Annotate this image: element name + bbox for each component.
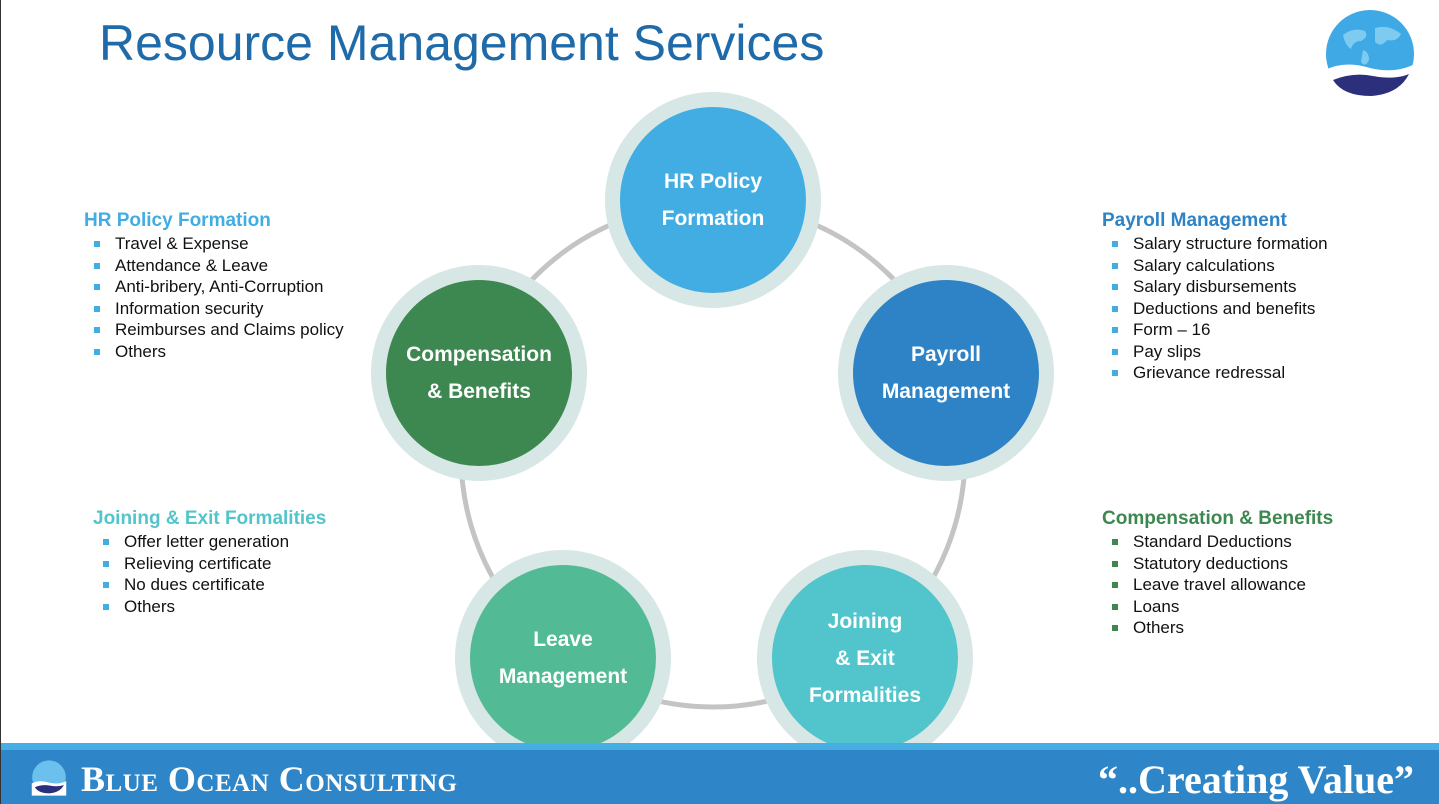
list-item: Information security	[84, 298, 344, 320]
list-item: Others	[84, 341, 344, 363]
list-item: Statutory deductions	[1102, 553, 1333, 575]
list-item: Salary disbursements	[1102, 276, 1328, 298]
list-item-text: No dues certificate	[124, 575, 265, 594]
list-item: Anti-bribery, Anti-Corruption	[84, 276, 344, 298]
node-label: Joining & Exit Formalities	[808, 609, 922, 707]
list-item: Others	[1102, 617, 1333, 639]
bullet-icon	[94, 284, 100, 290]
list-item-text: Anti-bribery, Anti-Corruption	[115, 277, 324, 296]
list-item: Grievance redressal	[1102, 362, 1328, 384]
section-title: Payroll Management	[1102, 210, 1287, 231]
section-payroll: Payroll Management Salary structure form…	[1102, 209, 1328, 384]
list-item-text: Loans	[1133, 596, 1180, 616]
list-item: Loans	[1102, 596, 1333, 618]
bullet-icon	[94, 241, 100, 247]
list-item: Reimburses and Claims policy	[84, 319, 344, 341]
brand-name: Blue Ocean Consulting	[81, 759, 458, 799]
section-compensation: Compensation & Benefits Standard Deducti…	[1102, 507, 1333, 639]
bullet-icon	[1112, 305, 1118, 312]
node-label: Leave Management	[498, 628, 628, 688]
list-item-text: Salary calculations	[1133, 255, 1275, 275]
bullet-icon	[94, 262, 100, 269]
globe-logo-icon	[31, 760, 67, 796]
list-item-text: Relieving certificate	[124, 553, 272, 573]
bullet-icon	[1112, 560, 1118, 567]
bullet-icon	[1112, 625, 1118, 631]
tagline: “..Creating Value”	[1098, 757, 1414, 802]
node-payroll-management: Payroll Management	[853, 280, 1039, 466]
bullet-icon	[1112, 370, 1118, 376]
list-item: Pay slips	[1102, 341, 1328, 363]
node-label: Compensation & Benefits	[406, 343, 552, 403]
bullet-icon	[1112, 539, 1118, 545]
bullet-icon	[1112, 241, 1118, 247]
node-leave-management: Leave Management	[470, 565, 656, 751]
bullet-icon	[1112, 284, 1118, 290]
list-item: Form – 16	[1102, 319, 1328, 341]
list-item: No dues certificate	[93, 574, 326, 596]
bullet-icon	[94, 348, 100, 355]
node-joining-exit: Joining & Exit Formalities	[772, 565, 958, 751]
list-item: Deductions and benefits	[1102, 298, 1328, 320]
list-item-text: Travel & Expense	[115, 234, 249, 253]
bullet-icon	[103, 582, 109, 588]
bullet-icon	[94, 305, 100, 312]
section-title: Compensation & Benefits	[1102, 508, 1334, 529]
list-item-text: Reimburses and Claims policy	[115, 320, 344, 339]
list-item-text: Deductions and benefits	[1133, 298, 1316, 318]
node-compensation-benefits: Compensation & Benefits	[386, 280, 572, 466]
bullet-icon	[94, 327, 100, 333]
list-item-text: Information security	[115, 298, 264, 318]
list-item-text: Standard Deductions	[1133, 532, 1292, 551]
list-item: Relieving certificate	[93, 553, 326, 575]
node-label: HR Policy Formation	[661, 170, 765, 230]
list-item-text: Form – 16	[1133, 320, 1211, 339]
list-item-text: Grievance redressal	[1133, 363, 1286, 382]
list-item-text: Attendance & Leave	[115, 255, 269, 275]
bullet-icon	[1112, 327, 1118, 333]
bullet-icon	[1112, 262, 1118, 269]
bullet-icon	[103, 560, 109, 567]
list-item: Salary calculations	[1102, 255, 1328, 277]
bullet-icon	[103, 539, 109, 545]
bullet-icon	[1112, 348, 1118, 355]
bullet-icon	[103, 603, 109, 610]
section-title: HR Policy Formation	[84, 210, 271, 231]
list-item: Leave travel allowance	[1102, 574, 1333, 596]
globe-logo-icon	[1325, 10, 1415, 102]
list-item: Standard Deductions	[1102, 531, 1333, 553]
list-item-text: Salary structure formation	[1133, 234, 1328, 253]
list-item-text: Others	[124, 596, 176, 616]
list-item-text: Leave travel allowance	[1133, 575, 1306, 594]
list-item: Travel & Expense	[84, 233, 344, 255]
list-item-text: Others	[1133, 618, 1185, 637]
bullet-icon	[1112, 603, 1118, 610]
list-item: Attendance & Leave	[84, 255, 344, 277]
list-item: Offer letter generation	[93, 531, 326, 553]
footer-bar: Blue Ocean Consulting “..Creating Value”	[1, 743, 1439, 804]
list-item-text: Offer letter generation	[124, 532, 290, 551]
list-item-text: Statutory deductions	[1133, 553, 1288, 573]
list-item: Salary structure formation	[1102, 233, 1328, 255]
section-joining-exit: Joining & Exit Formalities Offer letter …	[93, 507, 326, 617]
list-item-text: Others	[115, 341, 167, 361]
node-label: Payroll Management	[881, 343, 1011, 403]
list-item: Others	[93, 596, 326, 618]
section-title: Joining & Exit Formalities	[93, 508, 327, 529]
bullet-icon	[1112, 582, 1118, 588]
list-item-text: Salary disbursements	[1133, 277, 1297, 296]
page-title: Resource Management Services	[99, 15, 825, 71]
node-hr-policy-formation: HR Policy Formation	[620, 107, 806, 293]
list-item-text: Pay slips	[1133, 341, 1202, 361]
